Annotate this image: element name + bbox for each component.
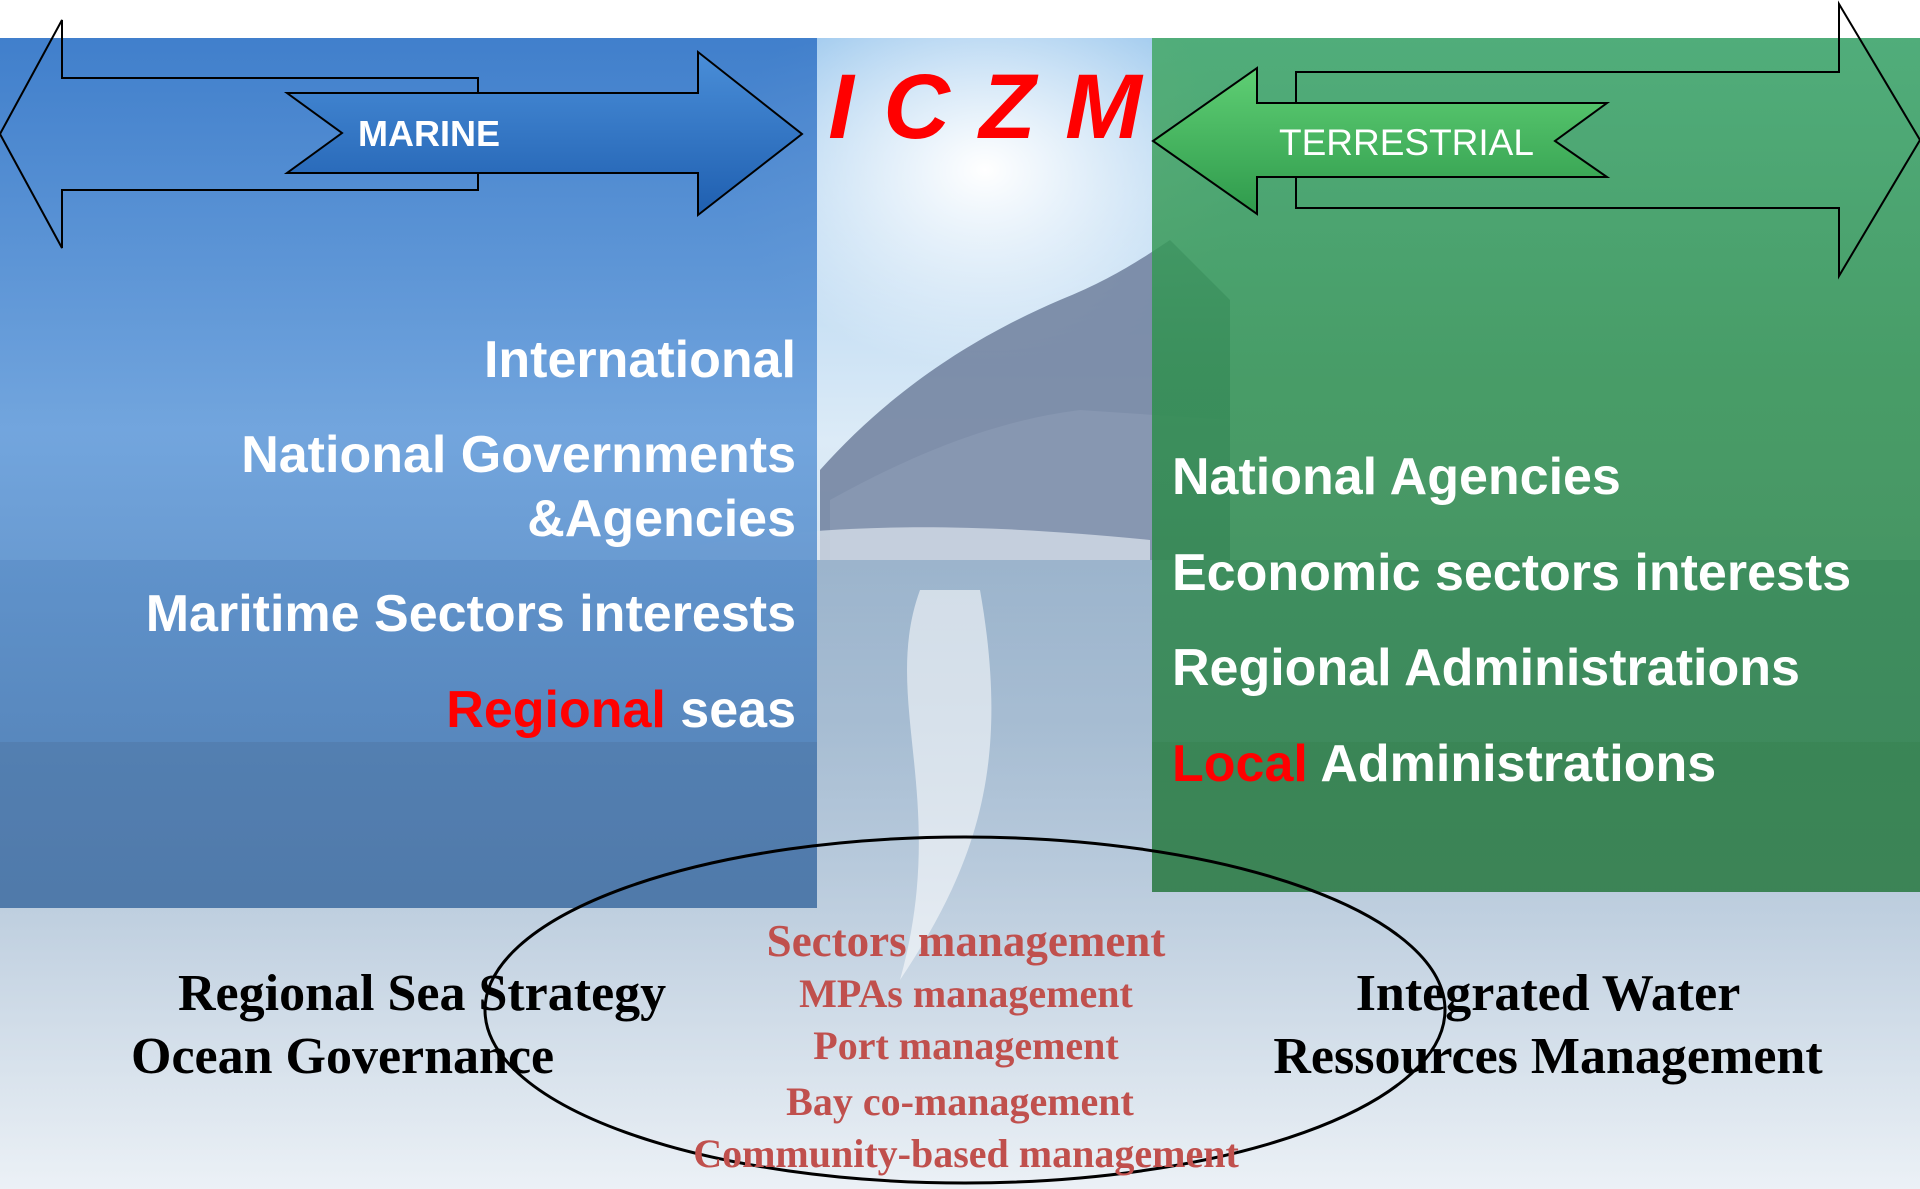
terrestrial-strategy-line1: Integrated Water [1355, 965, 1741, 1022]
terrestrial-local-highlight: Local [1172, 735, 1308, 793]
mgmt-port: Port management [813, 1023, 1119, 1068]
marine-strategy-line2: Ocean Governance [131, 1028, 555, 1085]
marine-right-arrow [283, 49, 804, 218]
marine-regional-highlight: Regional [446, 681, 666, 739]
terrestrial-economic-sectors: Economic sectors interests [1172, 544, 1852, 602]
marine-arrow-label: MARINE [358, 113, 500, 154]
marine-international: International [483, 331, 796, 389]
terrestrial-regional-admin: Regional Administrations [1172, 639, 1800, 697]
mgmt-sectors: Sectors management [766, 916, 1166, 966]
terrestrial-strategy-line2: Ressources Management [1273, 1028, 1823, 1085]
management-ellipse [483, 835, 1447, 1185]
terrestrial-local-rest: Administrations [1307, 735, 1717, 793]
terrestrial-national-agencies: National Agencies [1172, 448, 1621, 506]
terrestrial-arrow-label: TERRESTRIAL [1279, 122, 1534, 163]
terrestrial-local-admin: Local Administrations [1172, 734, 1716, 794]
mgmt-bay: Bay co-management [786, 1079, 1134, 1124]
iczm-title: I C Z M [828, 56, 1144, 158]
mgmt-community: Community-based management [693, 1131, 1239, 1176]
marine-regional-rest: seas [665, 681, 796, 739]
marine-strategy-line1: Regional Sea Strategy [178, 965, 667, 1022]
marine-regional-seas: Regional seas [446, 680, 796, 740]
marine-national-line1: National Governments [241, 426, 796, 484]
marine-national-line2: &Agencies [527, 490, 796, 548]
terrestrial-left-arrow [1151, 66, 1611, 216]
mgmt-mpas: MPAs management [799, 971, 1133, 1016]
marine-maritime-sectors: Maritime Sectors interests [145, 585, 796, 643]
